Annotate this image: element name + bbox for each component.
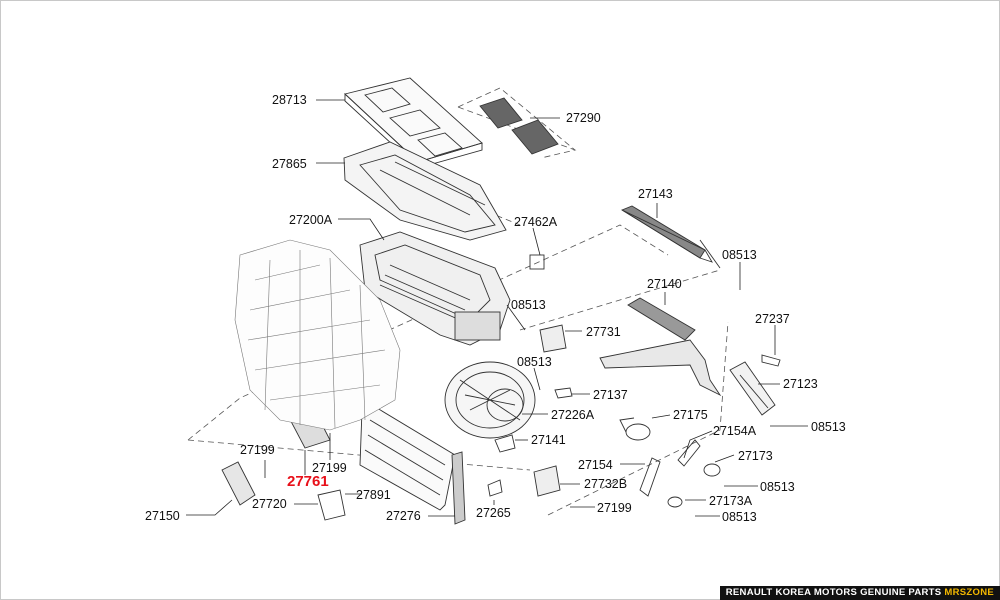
part-label[interactable]: 27732B <box>584 477 628 491</box>
part-27720-drawing <box>317 489 346 521</box>
part-27290-drawing <box>479 97 559 155</box>
part-27143-drawing <box>621 205 721 269</box>
part-label[interactable]: 27123 <box>783 377 818 391</box>
part-label[interactable]: 27720 <box>252 497 287 511</box>
part-27123-drawing <box>729 361 776 416</box>
part-27141-drawing <box>494 434 516 453</box>
part-27154A-drawing <box>677 439 701 467</box>
part-label[interactable]: 08513 <box>517 355 552 369</box>
part-label[interactable]: 27891 <box>356 488 391 502</box>
part-27237-drawing <box>761 354 781 367</box>
part-label[interactable]: 27173 <box>738 449 773 463</box>
part-27200A-drawing <box>359 231 511 346</box>
part-label[interactable]: 08513 <box>811 420 846 434</box>
part-label[interactable]: 27731 <box>586 325 621 339</box>
part-label[interactable]: 27141 <box>531 433 566 447</box>
part-label[interactable]: 27226A <box>551 408 595 422</box>
part-label[interactable]: 27140 <box>647 277 682 291</box>
part-27462A-drawing <box>529 254 545 270</box>
part-27175-drawing <box>619 417 651 441</box>
part-label[interactable]: 27143 <box>638 187 673 201</box>
part-label[interactable]: 08513 <box>760 480 795 494</box>
part-label[interactable]: 27150 <box>145 509 180 523</box>
part-label[interactable]: 27199 <box>240 443 275 457</box>
part-label[interactable]: 27199 <box>597 501 632 515</box>
part-27154-drawing <box>639 457 661 497</box>
part-label[interactable]: 27200A <box>289 213 333 227</box>
part-27276-drawing <box>451 451 466 525</box>
part-label[interactable]: 27237 <box>755 312 790 326</box>
part-label[interactable]: 27276 <box>386 509 421 523</box>
part-label-highlighted[interactable]: 27761 <box>287 473 329 490</box>
part-label[interactable]: 27462A <box>514 215 558 229</box>
part-27226A-drawing <box>444 361 536 439</box>
part-label[interactable]: 27154A <box>713 424 757 438</box>
part-label[interactable]: 08513 <box>722 248 757 262</box>
part-label[interactable]: 27154 <box>578 458 613 472</box>
part-label[interactable]: 27175 <box>673 408 708 422</box>
part-27140-drawing <box>599 297 722 397</box>
leader-lines <box>186 99 808 517</box>
part-label[interactable]: 27290 <box>566 111 601 125</box>
part-label[interactable]: 28713 <box>272 93 307 107</box>
part-27137-drawing <box>554 387 573 399</box>
part-label[interactable]: 27137 <box>593 388 628 402</box>
part-label[interactable]: 08513 <box>511 298 546 312</box>
part-27173-drawing <box>703 463 721 477</box>
part-label[interactable]: 27173A <box>709 494 753 508</box>
watermark-banner: RENAULT KOREA MOTORS GENUINE PARTS MRSZO… <box>719 586 1000 600</box>
part-27731-drawing <box>539 324 567 353</box>
part-27732B-drawing <box>533 465 561 497</box>
part-label[interactable]: 27199 <box>312 461 347 475</box>
watermark-text: RENAULT KOREA MOTORS GENUINE PARTS <box>725 587 942 598</box>
part-label[interactable]: 27265 <box>476 506 511 520</box>
part-27150-drawing <box>221 461 256 506</box>
part-27173A-drawing <box>667 496 683 508</box>
part-label[interactable]: 27865 <box>272 157 307 171</box>
watermark-site: MRSZONE <box>944 587 994 598</box>
part-label[interactable]: 08513 <box>722 510 757 524</box>
background-hvac-assembly <box>234 239 401 431</box>
part-27265-drawing <box>487 479 503 497</box>
part-27865-drawing <box>343 141 507 241</box>
